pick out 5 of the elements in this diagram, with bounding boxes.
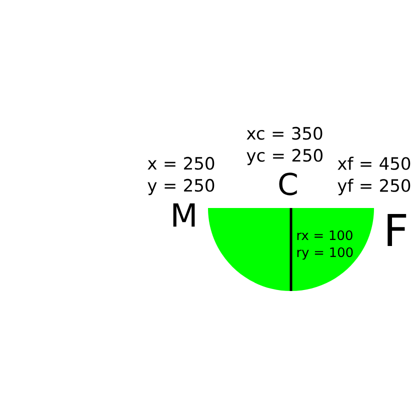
label: xf = 450 yf = 250 (338, 156, 410, 196)
label: x = 250 y = 250 (148, 156, 214, 196)
label: M (173, 203, 195, 227)
semicircle: rx = 100 ry = 100 (208, 208, 374, 291)
label: xc = 350 yc = 250 (246, 126, 322, 166)
